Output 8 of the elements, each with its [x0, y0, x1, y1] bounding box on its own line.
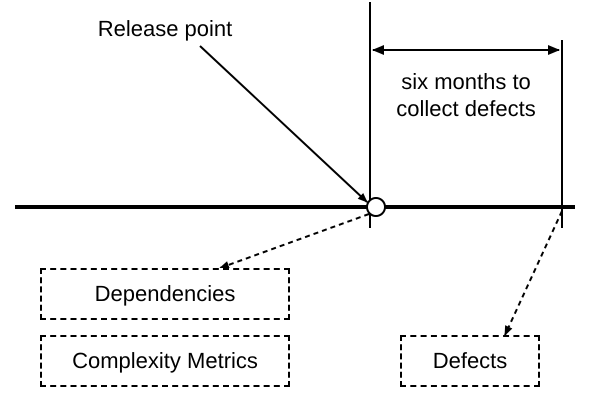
dashed-box: Complexity Metrics [40, 335, 290, 387]
dashed-arrow [504, 210, 563, 336]
dashed-arrow [219, 213, 370, 269]
annotation-text: Release point [45, 14, 285, 44]
circle-marker [366, 197, 386, 217]
dashed-box: Dependencies [40, 268, 290, 320]
dashed-box: Defects [400, 335, 540, 387]
leader-line [199, 45, 368, 203]
